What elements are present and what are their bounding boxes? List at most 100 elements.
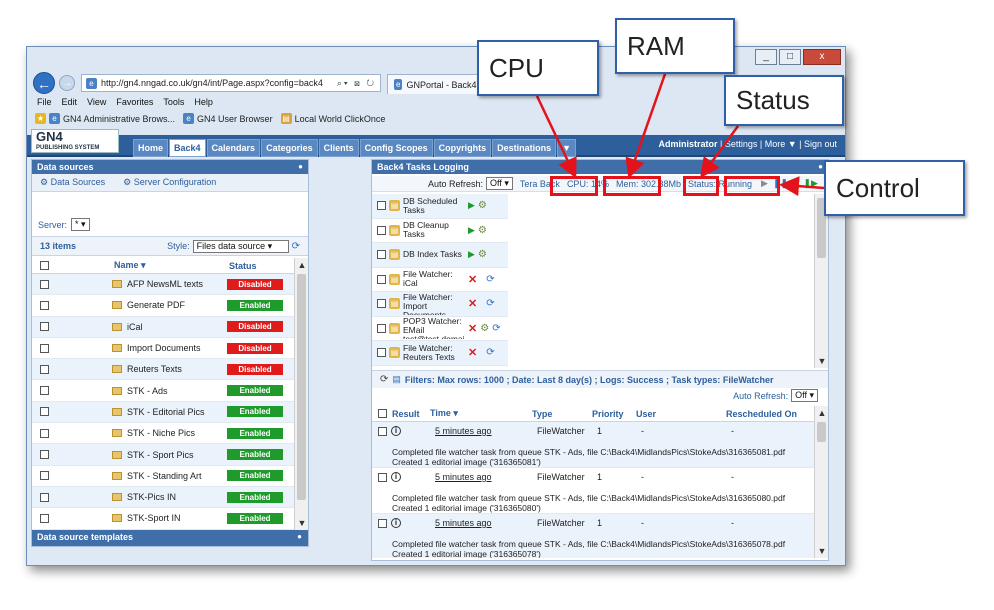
table-row[interactable]: Generate PDF Enabled [32, 295, 294, 317]
table-row[interactable]: STK-Sport IN Enabled [32, 508, 294, 530]
row-checkbox[interactable] [40, 428, 49, 438]
settings-icon[interactable]: ⚙ [477, 249, 487, 261]
scroll-down-icon[interactable]: ▼ [817, 356, 827, 366]
nav-calendars[interactable]: Calendars [206, 139, 261, 157]
row-checkbox[interactable] [40, 279, 49, 289]
status-badge[interactable]: Disabled [227, 321, 283, 333]
status-badge[interactable]: Enabled [227, 406, 283, 418]
server-select[interactable]: * ▾ [71, 218, 90, 231]
settings-icon[interactable]: ⚙ [477, 224, 487, 236]
auto-refresh-select[interactable]: Off ▾ [486, 177, 513, 190]
collapse-icon[interactable]: ● [297, 532, 302, 541]
play-icon[interactable]: ▶ [468, 224, 475, 235]
name-column-header[interactable]: Name ▾ [114, 260, 146, 270]
status-badge[interactable]: Enabled [227, 449, 283, 461]
task-checkbox[interactable] [377, 323, 386, 333]
stopped-icon[interactable]: ✕ [468, 347, 478, 360]
close-icon[interactable]: x [803, 49, 841, 65]
table-row[interactable]: STK - Niche Pics Enabled [32, 423, 294, 445]
log-auto-refresh-select[interactable]: Off ▾ [791, 389, 818, 402]
select-all-logs-checkbox[interactable] [378, 409, 387, 418]
log-filters[interactable]: Filters: Max rows: 1000 ; Date: Last 8 d… [404, 374, 774, 385]
row-name[interactable]: STK - Niche Pics [127, 428, 196, 439]
row-checkbox[interactable] [40, 343, 49, 353]
menu-file[interactable]: File [37, 97, 52, 107]
task-checkbox[interactable] [377, 274, 386, 284]
row-checkbox[interactable] [40, 407, 49, 417]
time-column-header[interactable]: Time ▾ [430, 408, 458, 418]
log-checkbox[interactable] [378, 472, 387, 482]
row-name[interactable]: Generate PDF [127, 300, 186, 311]
task-checkbox[interactable] [377, 201, 386, 211]
row-checkbox[interactable] [40, 386, 49, 396]
task-row[interactable]: ▤DB Index Tasks▶⚙ [372, 243, 508, 268]
task-row[interactable]: ▤DB Scheduled Tasks▶⚙ [372, 194, 508, 219]
row-checkbox[interactable] [40, 450, 49, 460]
select-all-checkbox[interactable] [40, 261, 49, 270]
status-badge[interactable]: Enabled [227, 491, 283, 503]
status-badge[interactable]: Enabled [227, 512, 283, 524]
user-name[interactable]: Administrator [658, 139, 718, 149]
table-row[interactable]: STK - Sport Pics Enabled [32, 444, 294, 466]
info-icon[interactable]: i [391, 426, 401, 436]
left-scrollbar[interactable]: ▲▼ [294, 258, 308, 530]
row-checkbox[interactable] [40, 471, 49, 481]
log-time[interactable]: 5 minutes ago [435, 472, 492, 482]
row-name[interactable]: AFP NewsML texts [127, 279, 204, 290]
collapse-icon[interactable]: ● [818, 162, 823, 171]
row-name[interactable]: STK - Standing Art [127, 470, 202, 481]
scroll-up-icon[interactable]: ▲ [297, 260, 307, 270]
collapse-icon[interactable]: ● [298, 162, 303, 171]
tasks-scrollbar[interactable]: ▼ [814, 194, 828, 368]
forward-button[interactable]: → [59, 75, 75, 91]
log-time[interactable]: 5 minutes ago [435, 426, 492, 436]
log-scrollbar[interactable]: ▲▼ [814, 406, 828, 558]
status-badge[interactable]: Disabled [227, 363, 283, 375]
log-checkbox[interactable] [378, 426, 387, 436]
task-row[interactable]: ▤File Watcher: iCal✕⟳ [372, 268, 508, 292]
settings-icon[interactable]: ⚙ [477, 200, 487, 212]
table-row[interactable]: Reuters Texts Disabled [32, 359, 294, 381]
row-checkbox[interactable] [40, 322, 49, 332]
status-badge[interactable]: Enabled [227, 385, 283, 397]
resume-icon[interactable]: ❚▶ [803, 178, 818, 188]
menu-edit[interactable]: Edit [61, 97, 78, 107]
menu-view[interactable]: View [87, 97, 107, 107]
back-button[interactable]: ← [33, 72, 55, 94]
menu-favorites[interactable]: Favorites [116, 97, 154, 107]
row-checkbox[interactable] [40, 513, 49, 523]
status-badge[interactable]: Disabled [227, 342, 283, 354]
style-select[interactable]: Files data source ▾ [192, 239, 289, 253]
task-row[interactable]: ▤File Watcher: Import Documents✕⟳ [372, 292, 508, 317]
minimize-icon[interactable]: _ [755, 49, 777, 65]
info-icon[interactable]: i [391, 472, 401, 482]
task-checkbox[interactable] [377, 299, 386, 309]
row-name[interactable]: STK-Sport IN [127, 513, 181, 524]
refresh-icon[interactable]: ⟳ [492, 322, 501, 334]
scroll-down-icon[interactable]: ▼ [817, 546, 827, 556]
status-badge[interactable]: Disabled [227, 278, 283, 290]
task-checkbox[interactable] [377, 250, 386, 260]
row-checkbox[interactable] [40, 492, 49, 502]
row-name[interactable]: iCal [127, 321, 143, 332]
header-links[interactable]: | Settings | More ▼ | Sign out [717, 139, 837, 149]
row-name[interactable]: Reuters Texts [127, 364, 182, 375]
status-badge[interactable]: Enabled [227, 299, 283, 311]
nav-clients[interactable]: Clients [318, 139, 359, 157]
log-checkbox[interactable] [378, 518, 387, 528]
refresh-icon[interactable]: ⟳ [486, 298, 495, 310]
row-name[interactable]: STK - Sport Pics [127, 449, 194, 460]
settings-icon[interactable]: ⚙ [480, 322, 490, 334]
log-time[interactable]: 5 minutes ago [435, 518, 492, 528]
stopped-icon[interactable]: ✕ [468, 273, 478, 286]
maximize-icon[interactable]: □ [779, 49, 801, 65]
status-badge[interactable]: Enabled [227, 427, 283, 439]
favorite-item[interactable]: ▤Local World ClickOnce [280, 113, 385, 124]
task-checkbox[interactable] [377, 348, 386, 358]
nav-copyrights[interactable]: Copyrights [433, 139, 492, 157]
play-icon[interactable]: ▶ [468, 200, 475, 211]
